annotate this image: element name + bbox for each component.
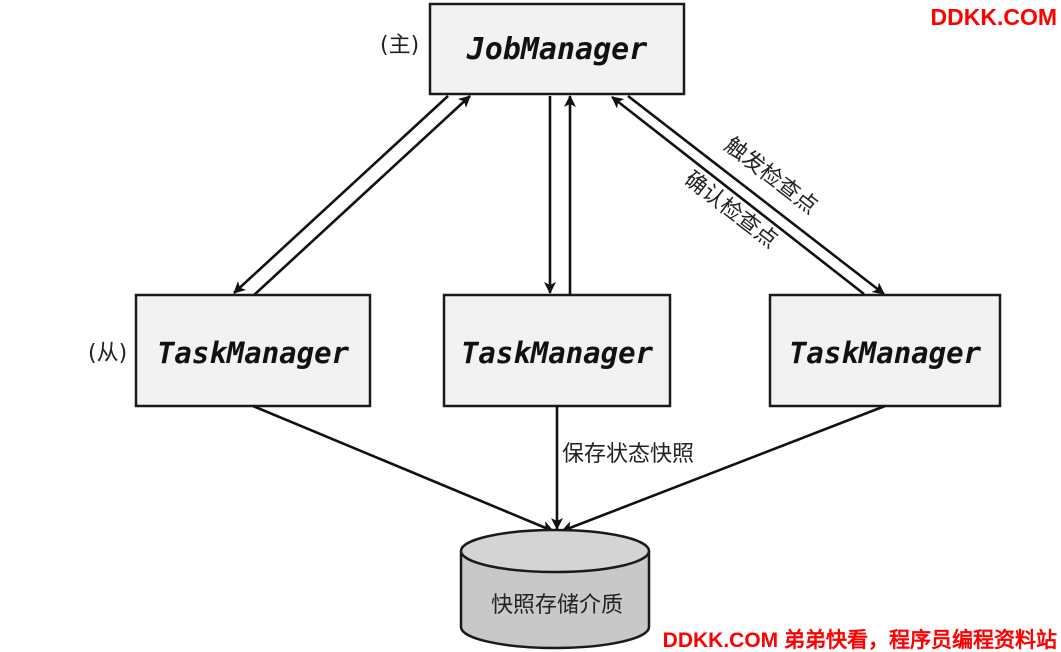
- storage-label: 快照存储介质: [491, 593, 623, 618]
- trigger-arrow-left: [233, 95, 449, 294]
- task-manager-node: TaskManager: [768, 293, 1002, 408]
- task-manager-label: TaskManager: [157, 336, 350, 370]
- snapshot-storage-cylinder: 快照存储介质: [459, 528, 651, 650]
- watermark-bottom: DDKK.COM 弟弟快看，程序员编程资料站: [663, 628, 1057, 652]
- watermark-top: DDKK.COM: [931, 4, 1058, 30]
- ack-arrow-right: [611, 95, 865, 296]
- task-manager-label: TaskManager: [461, 336, 654, 370]
- job-manager-role-note: (主): [380, 33, 419, 58]
- trigger-arrow-right: [627, 94, 885, 296]
- ack-arrow-left: [253, 95, 471, 296]
- snapshot-arrow-right: [561, 404, 886, 533]
- task-manager-label: TaskManager: [789, 336, 982, 370]
- job-manager-label: JobManager: [466, 32, 648, 67]
- task-manager-role-note: (从): [88, 341, 127, 366]
- task-manager-node: TaskManager: [442, 293, 672, 408]
- job-manager-node: JobManager: [428, 2, 686, 96]
- save-snapshot-label: 保存状态快照: [562, 442, 694, 467]
- task-manager-node: TaskManager: [134, 293, 372, 408]
- snapshot-arrow-left: [252, 404, 554, 533]
